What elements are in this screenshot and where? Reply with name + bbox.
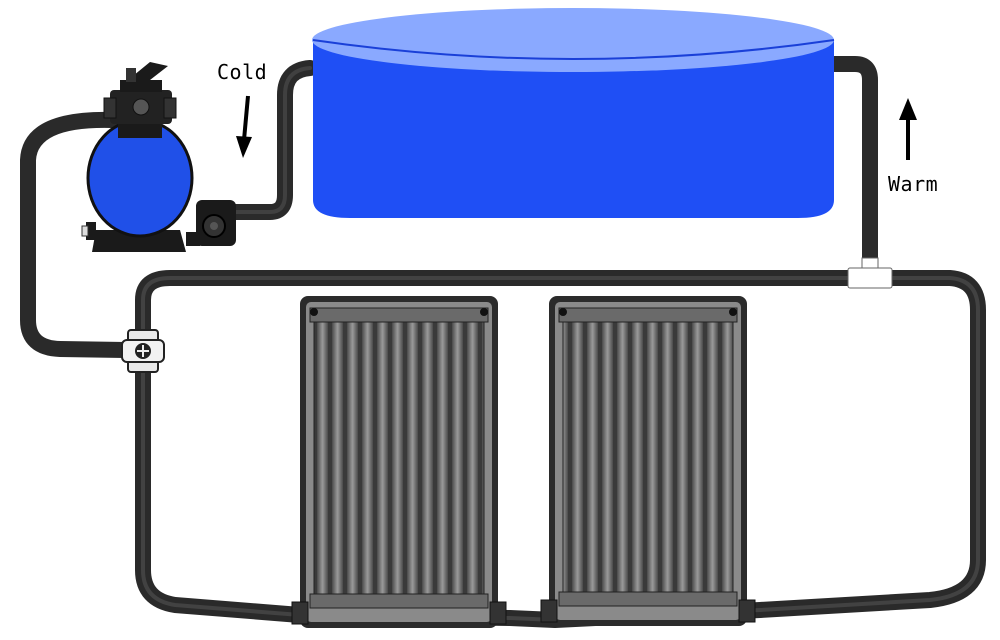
- hose-filter-loop: [20, 111, 133, 358]
- warm-label: Warm: [888, 172, 939, 196]
- sand-filter-icon: [81, 62, 194, 252]
- hose-pool-to-tee: [826, 56, 878, 278]
- bypass-valve-icon: [121, 329, 165, 373]
- pool-icon: [312, 8, 835, 218]
- cold-flow-arrow-icon: [236, 95, 252, 158]
- solar-panel-icon: [291, 296, 507, 628]
- hose-network: [20, 56, 986, 628]
- solar-panel-icon: [540, 296, 756, 626]
- pump-icon: [186, 200, 236, 246]
- tee-connector-icon: [847, 257, 893, 289]
- cold-label: Cold: [217, 60, 268, 84]
- solar-panels: [291, 296, 756, 628]
- warm-flow-arrow-icon: [899, 98, 917, 160]
